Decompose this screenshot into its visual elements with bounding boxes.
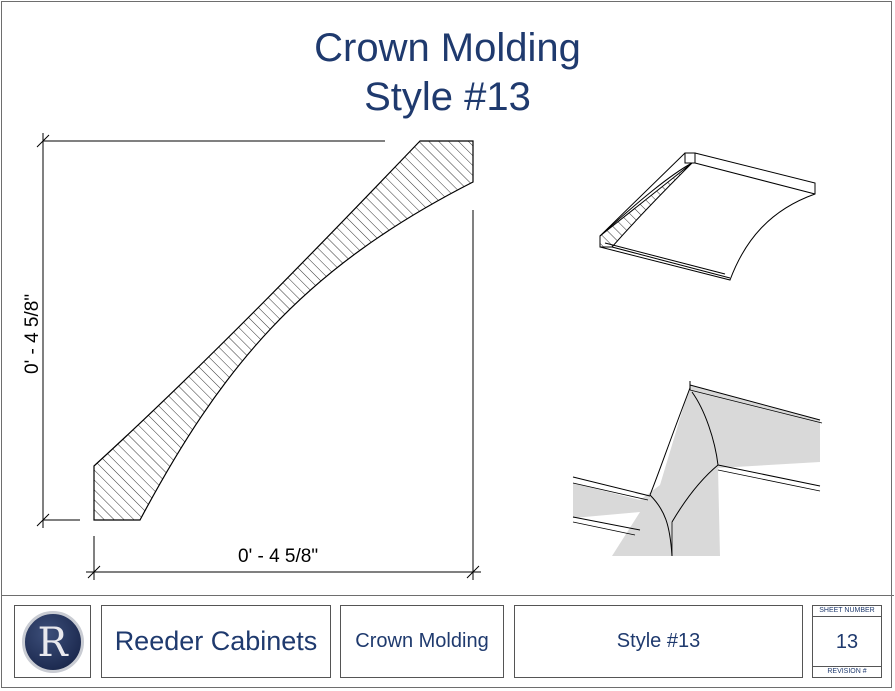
drawing-name-box: Crown Molding [340, 605, 504, 678]
company-logo: R [21, 610, 84, 673]
corner-3d-view [572, 381, 823, 557]
revision-label: REVISION # [813, 666, 881, 677]
horizontal-dimension-label: 0' - 4 5/8" [238, 546, 318, 567]
sheet-title-line2: Style #13 [364, 75, 531, 119]
company-name: Reeder Cabinets [114, 626, 318, 656]
logo-letter: R [37, 619, 68, 666]
vertical-dimension [36, 133, 385, 528]
sheet-number-label: SHEET NUMBER [813, 606, 881, 617]
title-block-divider [1, 595, 894, 596]
sheet-number: 13 [835, 631, 859, 653]
drawing-name: Crown Molding [355, 630, 489, 652]
horizontal-dimension [86, 210, 481, 580]
molding-3d-view [599, 152, 816, 281]
sheet-number-box: SHEET NUMBER 13 REVISION # [812, 605, 882, 678]
vertical-dimension-label: 0' - 4 5/8" [22, 294, 43, 374]
style-label: Style #13 [616, 630, 701, 652]
sheet-title-line1: Crown Molding [314, 26, 581, 70]
molding-profile-section [93, 140, 474, 521]
logo-box: R [14, 605, 91, 678]
company-name-box: Reeder Cabinets [101, 605, 331, 678]
style-box: Style #13 [514, 605, 803, 678]
